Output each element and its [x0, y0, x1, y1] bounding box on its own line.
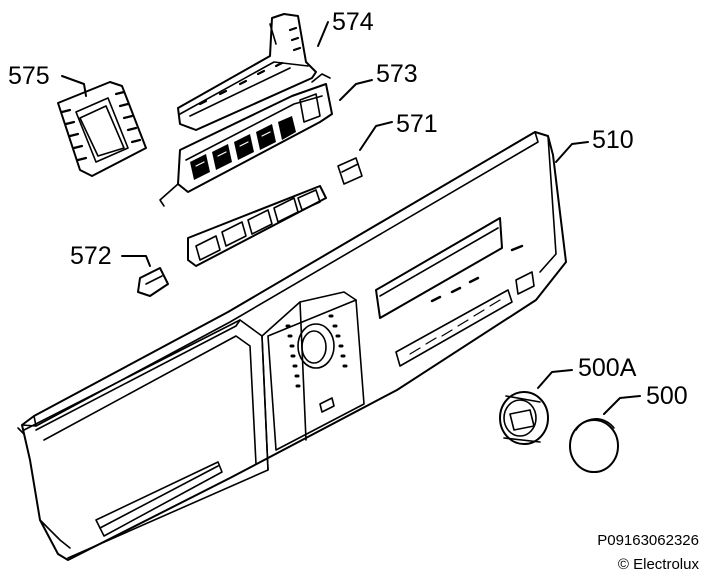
callout-571: 571 [396, 110, 438, 138]
callout-574: 574 [332, 8, 374, 36]
callout-572: 572 [70, 242, 112, 270]
callout-510: 510 [592, 126, 634, 154]
control-panel-fascia [18, 132, 566, 560]
part-575-frame [58, 82, 146, 176]
part-500A-knob-insert [500, 392, 548, 444]
part-573-board [160, 74, 332, 206]
callout-575: 575 [8, 62, 50, 90]
callout-500: 500 [646, 382, 688, 410]
part-574-bracket [178, 14, 316, 130]
drawing-code: P09163062326 [597, 532, 699, 549]
part-500-knob-cap [570, 419, 618, 472]
copyright-notice: © Electrolux [617, 556, 699, 573]
part-571-button-strip [188, 158, 362, 266]
part-572-button [138, 268, 168, 296]
callout-500A: 500A [578, 354, 637, 382]
leader-lines [62, 22, 640, 414]
callout-573: 573 [376, 60, 418, 88]
